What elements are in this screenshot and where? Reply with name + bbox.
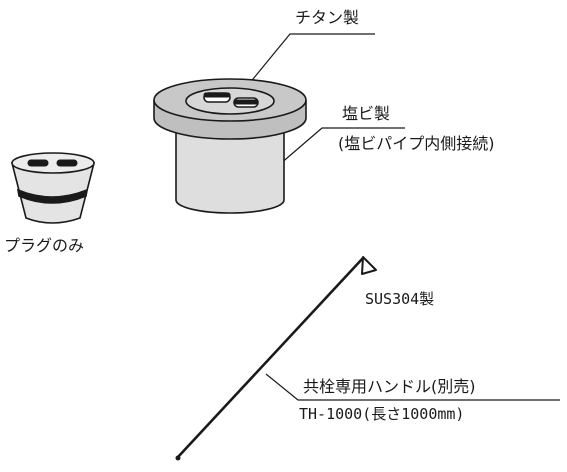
handle [175,256,377,461]
label-pvc-note: (塩ビパイプ内側接続) [338,134,495,153]
leader-titanium [243,33,375,91]
label-plug-only: プラグのみ [4,236,85,255]
titanium-flange [153,78,307,140]
label-pvc: 塩ビ製 [342,104,391,123]
label-handle-model: TH-1000(長さ1000mm) [299,405,465,423]
leader-handle [265,373,560,401]
plug [10,152,96,224]
pvc-body [175,131,285,214]
label-titanium: チタン製 [295,8,360,27]
label-handle: 共栓専用ハンドル(別売) [303,377,476,396]
label-sus: SUS304製 [365,290,435,308]
